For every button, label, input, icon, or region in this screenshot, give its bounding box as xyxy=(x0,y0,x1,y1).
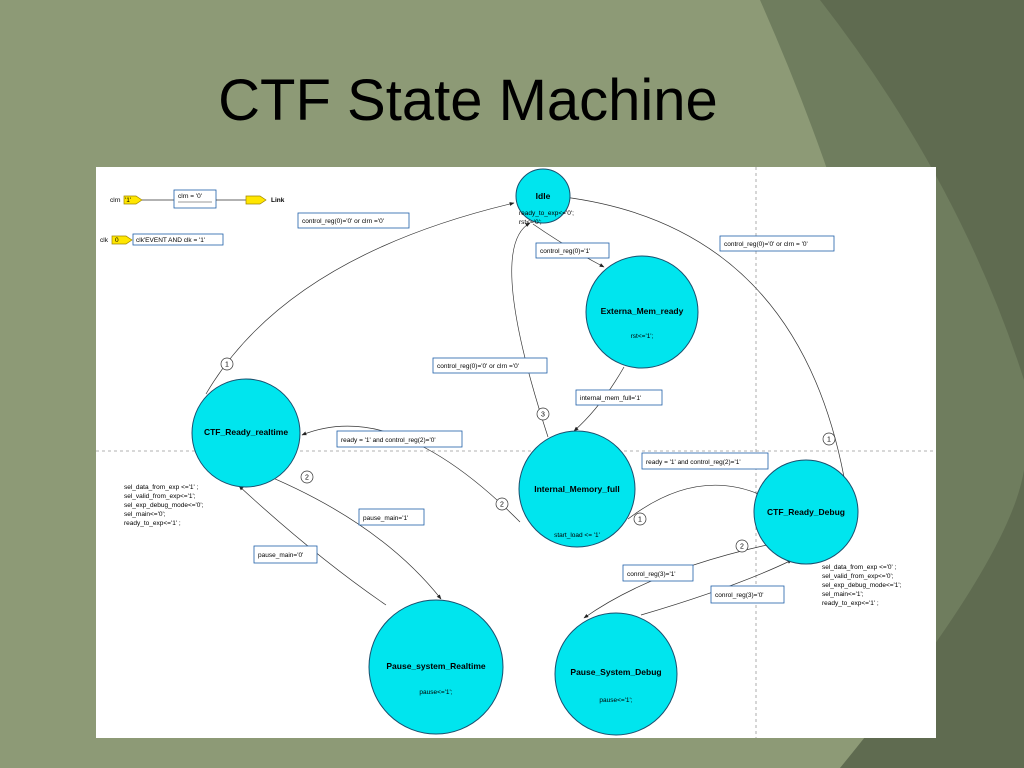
realtime-note-2: sel_valid_from_exp<='1'; xyxy=(124,493,196,500)
priority-debug-idle: 1 xyxy=(827,437,831,444)
cond-full-to-debug: ready = '1' and control_reg(2)='1' xyxy=(646,459,741,466)
realtime-note-3: sel_exp_debug_mode<='0'; xyxy=(124,502,204,509)
debug-note-3: sel_exp_debug_mode<='1'; xyxy=(822,582,902,589)
realtime-notes: sel_data_from_exp <='1' ; sel_valid_from… xyxy=(124,484,204,527)
edge-full-to-idle xyxy=(511,222,549,438)
priority-full-debug-circle xyxy=(633,512,647,526)
state-idle-name: Idle xyxy=(536,191,551,201)
cond-pause-to-debug-box xyxy=(710,585,785,604)
priority-full-debug: 1 xyxy=(638,517,642,524)
cond-debug-to-idle-box xyxy=(719,235,835,252)
cond-pause-to-realtime-box xyxy=(253,545,318,564)
cond-full-to-realtime: ready = '1' and control_reg(2)='0' xyxy=(341,437,436,444)
priority-full-realtime: 2 xyxy=(500,502,504,509)
cond-pause-to-realtime: pause_main='0' xyxy=(258,552,303,559)
priorities: 1 2 3 2 1 1 2 xyxy=(220,357,836,553)
debug-note-1: sel_data_from_exp <='0' ; xyxy=(822,564,897,571)
state-pause-debug-circle xyxy=(554,612,678,736)
state-mem-ready: Externa_Mem_ready rst<='1'; xyxy=(585,255,699,369)
state-mem-ready-circle xyxy=(585,255,699,369)
realtime-note-5: ready_to_exp<='1' ; xyxy=(124,520,181,527)
legend-clock-box xyxy=(132,233,224,246)
state-ready-realtime: CTF_Ready_realtime xyxy=(191,378,301,488)
state-mem-ready-action: rst<='1'; xyxy=(631,333,654,340)
legend-clock-value: 0 xyxy=(115,237,119,244)
priority-full-realtime-circle xyxy=(495,497,509,511)
legend: clrn '1' clrn = '0' Link clk 0 clk'EVENT… xyxy=(100,189,285,246)
state-pause-debug-action: pause<='1'; xyxy=(599,697,632,704)
state-pause-realtime-circle xyxy=(368,599,504,735)
priority-full-idle-circle xyxy=(536,407,550,421)
legend-reset-value: '1' xyxy=(125,197,131,204)
priority-realtime-idle-circle xyxy=(220,357,234,371)
state-ready-debug-name: CTF_Ready_Debug xyxy=(767,507,845,517)
background-swoosh-bottom xyxy=(840,470,1024,768)
state-ready-realtime-circle xyxy=(191,378,301,488)
state-internal-full-name: Internal_Memory_full xyxy=(534,484,620,494)
legend-clock-port: clk xyxy=(100,237,109,244)
cond-full-to-idle-box xyxy=(432,357,548,374)
state-internal-full: Internal_Memory_full start_load <= '1' xyxy=(518,430,636,548)
edge-full-to-debug xyxy=(627,484,762,520)
state-idle: Idle ready_to_exp<='0'; rst<='0'; xyxy=(515,168,574,226)
legend-reset-condition: clrn = '0' xyxy=(178,193,202,200)
priority-realtime-pause-circle xyxy=(300,470,314,484)
debug-notes: sel_data_from_exp <='0' ; sel_valid_from… xyxy=(822,564,902,607)
realtime-note-1: sel_data_from_exp <='1' ; xyxy=(124,484,199,491)
debug-note-5: ready_to_exp<='1' ; xyxy=(822,600,879,607)
state-ready-debug: CTF_Ready_Debug xyxy=(753,459,859,565)
state-pause-debug-name: Pause_System_Debug xyxy=(570,667,661,677)
debug-note-4: sel_main<='1'; xyxy=(822,591,864,598)
slide-title: CTF State Machine xyxy=(218,68,718,133)
priority-debug-idle-circle xyxy=(822,432,836,446)
realtime-note-4: sel_main<='0'; xyxy=(124,511,166,518)
edge-debug-to-idle xyxy=(563,195,845,478)
cond-realtime-to-idle-box xyxy=(297,212,410,229)
cond-idle-to-mem-box xyxy=(535,242,610,259)
conditions: control_reg(0)='0' or clrn ='0' control_… xyxy=(253,212,835,604)
priority-full-idle: 3 xyxy=(541,412,545,419)
cond-full-to-idle: control_reg(0)='0' or clrn ='0' xyxy=(437,363,519,370)
cond-debug-to-pause-box xyxy=(622,564,694,582)
state-pause-debug: Pause_System_Debug pause<='1'; xyxy=(554,612,678,736)
debug-note-2: sel_valid_from_exp<='0'; xyxy=(822,573,894,580)
cond-debug-to-pause: conrol_reg(3)='1' xyxy=(627,571,676,578)
state-idle-action-1: ready_to_exp<='0'; xyxy=(519,210,574,217)
priority-realtime-pause: 2 xyxy=(305,475,309,482)
reset-port-icon xyxy=(123,195,143,205)
state-idle-action-2: rst<='0'; xyxy=(519,219,542,226)
legend-reset-box xyxy=(173,189,217,209)
cond-realtime-to-idle: control_reg(0)='0' or clrn ='0' xyxy=(302,218,384,225)
priority-debug-pause-circle xyxy=(735,539,749,553)
legend-reset-port: clrn xyxy=(110,197,121,204)
state-internal-full-action: start_load <= '1' xyxy=(554,532,600,539)
cond-idle-to-mem: control_reg(0)='1' xyxy=(540,248,590,255)
link-port-icon xyxy=(245,195,267,205)
state-internal-full-circle xyxy=(518,430,636,548)
cond-realtime-to-pause: pause_main='1' xyxy=(363,515,408,522)
priority-realtime-idle: 1 xyxy=(225,362,229,369)
cond-full-to-debug-box xyxy=(641,452,769,470)
cond-realtime-to-pause-box xyxy=(358,508,425,526)
state-idle-circle xyxy=(515,168,571,224)
state-ready-realtime-name: CTF_Ready_realtime xyxy=(204,427,288,437)
legend-reset-target: Link xyxy=(271,197,285,204)
clock-port-icon xyxy=(111,235,133,245)
cond-pause-to-debug: conrol_reg(3)='0' xyxy=(715,592,764,599)
state-mem-ready-name: Externa_Mem_ready xyxy=(601,306,684,316)
state-diagram: clrn '1' clrn = '0' Link clk 0 clk'EVENT… xyxy=(96,167,936,738)
cond-full-to-realtime-box xyxy=(336,430,463,448)
state-pause-realtime: Pause_system_Realtime pause<='1'; xyxy=(368,599,504,735)
state-ready-debug-circle xyxy=(753,459,859,565)
legend-clock-condition: clk'EVENT AND clk = '1' xyxy=(136,237,205,244)
cond-mem-to-full: internal_mem_full='1' xyxy=(580,395,641,402)
state-pause-realtime-action: pause<='1'; xyxy=(419,689,452,696)
cond-mem-to-full-box xyxy=(575,389,663,406)
state-pause-realtime-name: Pause_system_Realtime xyxy=(386,661,486,671)
cond-debug-to-idle: control_reg(0)='0' or clrn = '0' xyxy=(724,241,808,248)
background-swoosh-dark xyxy=(820,0,1024,380)
priority-debug-pause: 2 xyxy=(740,544,744,551)
